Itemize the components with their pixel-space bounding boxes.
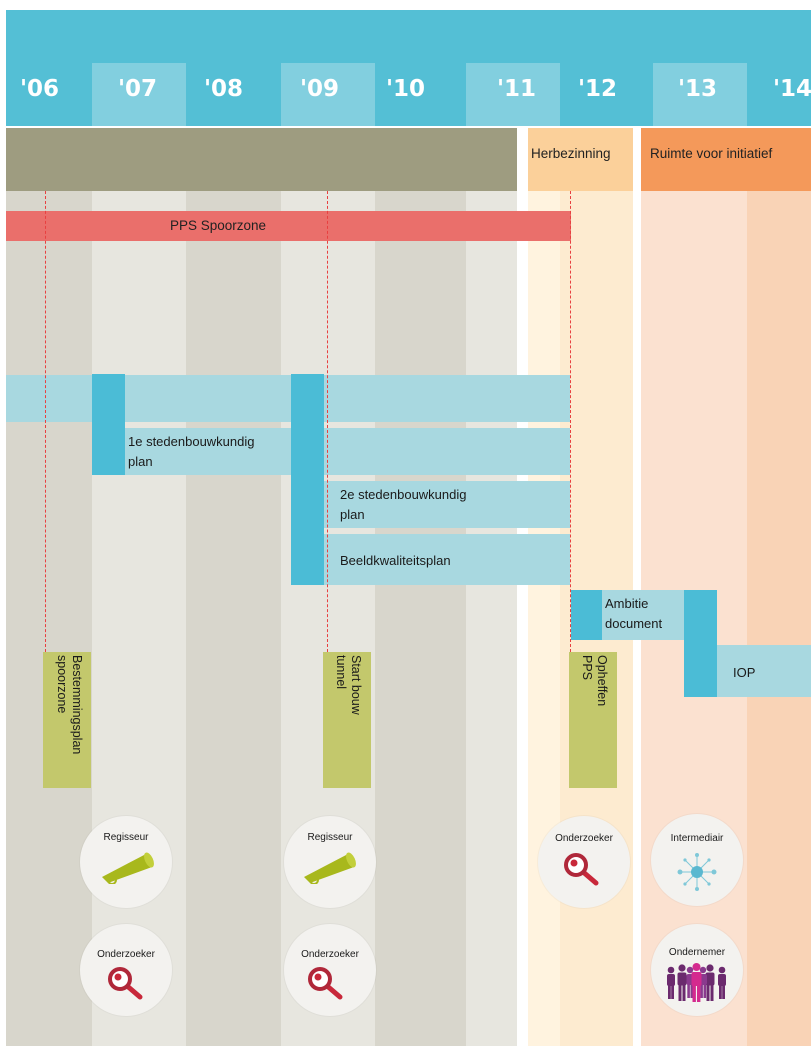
milestone-bestemmingsplan-line1: Bestemmingsplan bbox=[70, 655, 84, 755]
role-label-onderzoeker-12: Onderzoeker bbox=[555, 833, 613, 844]
milestone-opheffen-line1: Opheffen bbox=[595, 655, 609, 707]
plan-accent-2 bbox=[291, 374, 324, 585]
plan-accent-1 bbox=[92, 374, 125, 475]
column-14 bbox=[747, 128, 811, 1046]
year-label-13: '13 bbox=[678, 76, 718, 102]
phase-band-olive bbox=[6, 128, 517, 191]
column-08 bbox=[186, 128, 281, 1046]
phase-label-ruimte: Ruimte voor initiatief bbox=[650, 146, 773, 161]
magnifier-icon bbox=[564, 853, 599, 886]
plan-bar-2 bbox=[291, 481, 570, 528]
year-label-07: '07 bbox=[118, 76, 158, 102]
milestone-opheffen bbox=[569, 652, 617, 788]
plan-bar-1 bbox=[92, 428, 570, 475]
year-label-11: '11 bbox=[497, 76, 537, 102]
plan2-line2: plan bbox=[340, 507, 365, 522]
plan-bar-top bbox=[6, 375, 570, 422]
milestone-bestemmingsplan bbox=[43, 652, 91, 788]
beeldkwaliteitsplan-label: Beeldkwaliteitsplan bbox=[340, 553, 451, 568]
pps-spoorzone-bar bbox=[6, 211, 571, 241]
megaphone-icon bbox=[102, 852, 154, 884]
year-label-09: '09 bbox=[300, 76, 340, 102]
role-circle-regisseur-07 bbox=[80, 816, 172, 908]
role-label-regisseur-09: Regisseur bbox=[307, 832, 353, 843]
ambitie-line1: Ambitie bbox=[605, 596, 649, 611]
year-label-14: '14 bbox=[773, 76, 811, 102]
role-circle-onderzoeker-09 bbox=[284, 924, 376, 1016]
role-label-onderzoeker-09: Onderzoeker bbox=[301, 949, 359, 960]
milestone-start-bouw-line2: tunnel bbox=[334, 655, 348, 690]
megaphone-icon bbox=[304, 852, 356, 884]
role-label-onderzoeker-07: Onderzoeker bbox=[97, 949, 155, 960]
iop-label: IOP bbox=[733, 665, 756, 680]
iop-accent bbox=[684, 590, 717, 697]
magnifier-icon bbox=[108, 967, 143, 1000]
year-cell-09 bbox=[281, 63, 375, 126]
plan1-line2: plan bbox=[128, 454, 153, 469]
plan2-line1: 2e stedenbouwkundig bbox=[340, 487, 467, 502]
phase-band-ruimte bbox=[641, 128, 811, 191]
year-cell-07 bbox=[92, 63, 186, 126]
role-circle-regisseur-09 bbox=[284, 816, 376, 908]
column-07 bbox=[92, 128, 186, 1046]
milestone-bestemmingsplan-line2: spoorzone bbox=[55, 655, 69, 714]
column-10 bbox=[375, 128, 466, 1046]
column-09 bbox=[281, 128, 375, 1046]
year-cell-11 bbox=[466, 63, 560, 126]
people-group-icon bbox=[667, 963, 726, 1002]
year-label-10: '10 bbox=[386, 76, 426, 102]
column-13 bbox=[641, 128, 747, 1046]
phase-band-herbezinning bbox=[528, 128, 633, 191]
milestone-opheffen-line2: PPS bbox=[580, 655, 594, 681]
milestone-line-12 bbox=[570, 191, 571, 652]
network-icon bbox=[677, 853, 717, 891]
phase-label-herbezinning: Herbezinning bbox=[531, 146, 611, 161]
role-label-regisseur-07: Regisseur bbox=[103, 832, 149, 843]
year-cell-13 bbox=[653, 63, 747, 126]
year-label-06: '06 bbox=[20, 76, 60, 102]
milestone-start-bouw-line1: Start bouw bbox=[349, 655, 363, 715]
column-12a bbox=[528, 128, 560, 1046]
magnifier-icon bbox=[308, 967, 343, 1000]
plan1-line1: 1e stedenbouwkundig bbox=[128, 434, 255, 449]
ambitie-line2: document bbox=[605, 616, 663, 631]
column-11 bbox=[466, 128, 517, 1046]
role-label-intermediair-13: Intermediair bbox=[670, 833, 724, 844]
milestone-start-bouw bbox=[323, 652, 371, 788]
year-label-08: '08 bbox=[204, 76, 244, 102]
role-label-ondernemer-13: Ondernemer bbox=[668, 947, 726, 958]
column-06 bbox=[6, 128, 92, 1046]
year-label-12: '12 bbox=[578, 76, 618, 102]
plan-bar-beeld bbox=[291, 534, 570, 585]
milestone-line-06 bbox=[45, 191, 46, 652]
milestone-line-09 bbox=[327, 191, 328, 652]
ambitie-accent bbox=[571, 590, 602, 640]
pps-spoorzone-label: PPS Spoorzone bbox=[170, 218, 267, 233]
